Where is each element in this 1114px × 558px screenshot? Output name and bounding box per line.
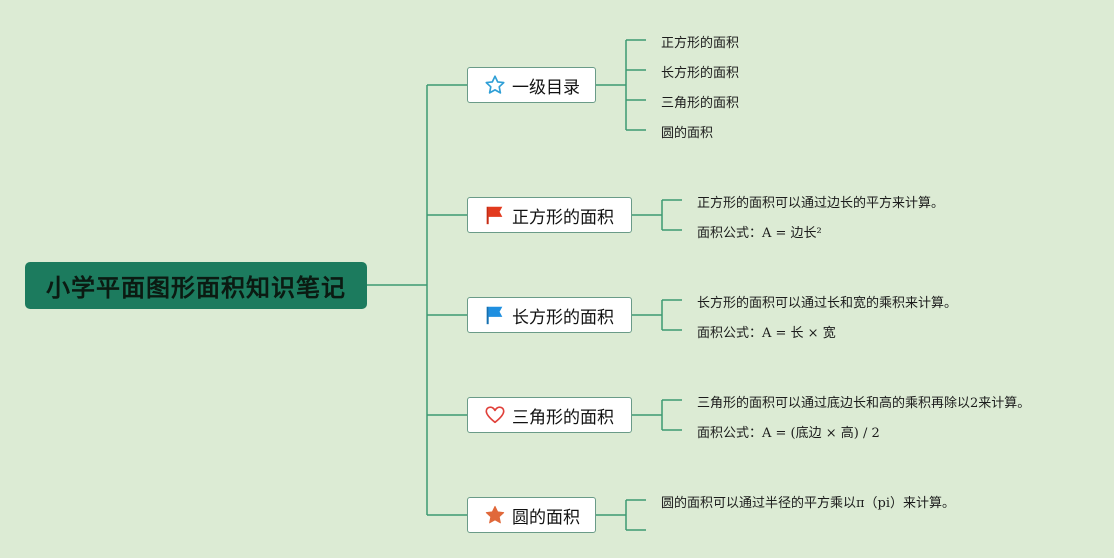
leaf-item[interactable]: 圆的面积 <box>661 126 714 141</box>
branch-label: 三角形的面积 <box>512 407 614 428</box>
branch-label: 圆的面积 <box>512 507 580 528</box>
branch-label: 一级目录 <box>512 77 580 98</box>
leaf-item[interactable]: 面积公式：A = 边长² <box>697 226 822 241</box>
heart-outline-icon <box>484 404 506 426</box>
red-flag-icon <box>484 204 506 226</box>
leaf-item[interactable]: 正方形的面积可以通过边长的平方来计算。 <box>697 196 945 211</box>
root-title: 小学平面图形面积知识笔记 <box>46 274 346 302</box>
leaf-item[interactable]: 圆的面积可以通过半径的平方乘以π（pi）来计算。 <box>661 496 956 511</box>
leaf-item[interactable]: 三角形的面积可以通过底边长和高的乘积再除以2来计算。 <box>697 396 1031 411</box>
branch-label: 正方形的面积 <box>512 207 614 228</box>
branch-node-toc[interactable]: 一级目录 <box>467 67 596 103</box>
branch-node-square[interactable]: 正方形的面积 <box>467 197 632 233</box>
leaf-item[interactable]: 长方形的面积 <box>661 66 740 81</box>
branch-node-circle[interactable]: 圆的面积 <box>467 497 596 533</box>
root-topic[interactable]: 小学平面图形面积知识笔记 <box>25 262 367 309</box>
leaf-item[interactable]: 面积公式：A = (底边 × 高) / 2 <box>697 426 880 441</box>
leaf-item[interactable]: 三角形的面积 <box>661 96 740 111</box>
branch-label: 长方形的面积 <box>512 307 614 328</box>
leaf-item[interactable]: 长方形的面积可以通过长和宽的乘积来计算。 <box>697 296 958 311</box>
branch-node-rectangle[interactable]: 长方形的面积 <box>467 297 632 333</box>
star-filled-icon <box>484 504 506 526</box>
leaf-item[interactable]: 正方形的面积 <box>661 36 740 51</box>
star-outline-icon <box>484 74 506 96</box>
blue-flag-icon <box>484 304 506 326</box>
leaf-item[interactable]: 面积公式：A = 长 × 宽 <box>697 326 836 341</box>
branch-node-triangle[interactable]: 三角形的面积 <box>467 397 632 433</box>
